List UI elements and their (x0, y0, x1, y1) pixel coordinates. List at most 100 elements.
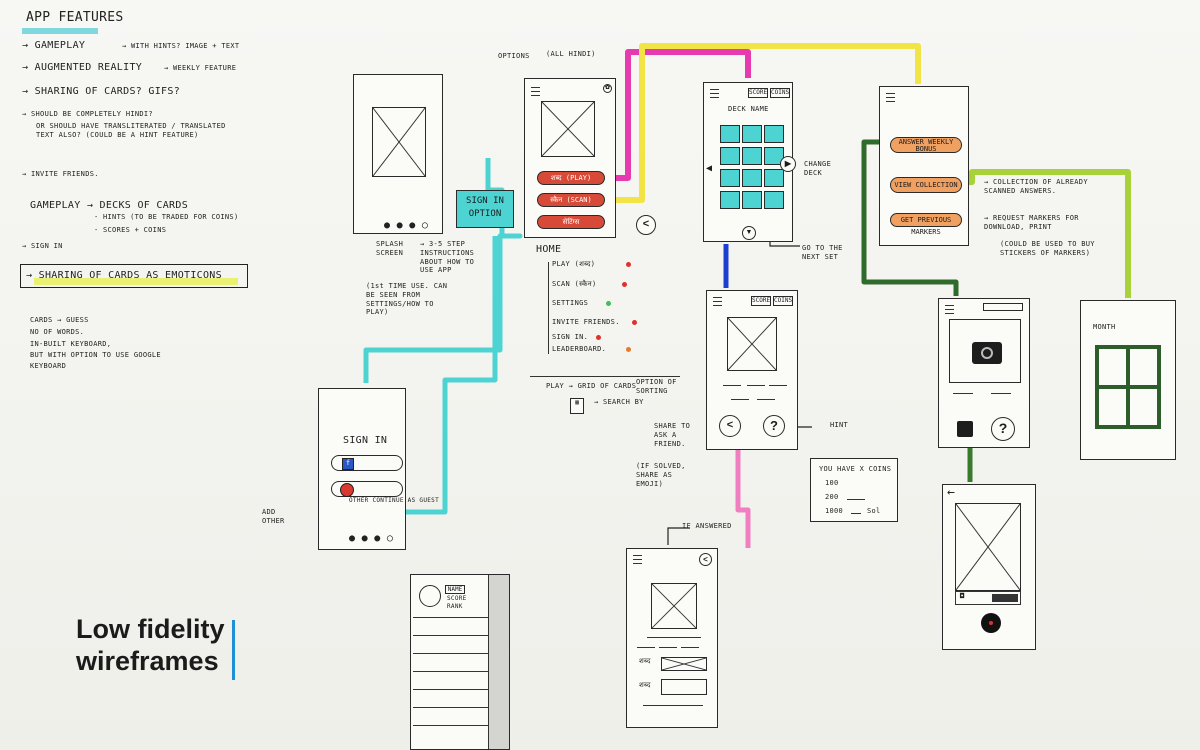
menu-item-play: PLAY (शब्द) (552, 260, 595, 269)
coins-row-100: 100 (825, 479, 839, 487)
list-row (413, 653, 489, 654)
card-screen: SCORE COINS < ? (706, 290, 798, 450)
facebook-button[interactable]: f (331, 455, 403, 471)
chevron-down-icon[interactable]: ▼ (742, 226, 756, 240)
view-collection-button[interactable]: VIEW COLLECTION (890, 177, 962, 193)
score-tab[interactable]: SCORE (751, 296, 771, 306)
collection-note: → COLLECTION OF ALREADY SCANNED ANSWERS. (984, 178, 1092, 196)
change-deck-label: CHANGE DECK (804, 160, 850, 178)
weekly-bonus-button[interactable]: ANSWER WEEKLY BONUS (890, 137, 962, 153)
image-placeholder (955, 503, 1021, 591)
score-tab[interactable]: SCORE (748, 88, 768, 98)
play-option: OPTION OF SORTING (636, 378, 686, 396)
coins-tab[interactable]: COINS (773, 296, 793, 306)
list-row (413, 707, 489, 708)
facebook-icon: f (342, 458, 354, 470)
card-tile[interactable] (742, 191, 762, 209)
menu-icon[interactable] (886, 93, 895, 102)
scrollbar[interactable] (488, 575, 509, 749)
caption-line-1: Low fidelity (76, 613, 225, 645)
letter-slot (953, 393, 973, 394)
answer-line (647, 637, 701, 638)
card-tile[interactable] (742, 169, 762, 187)
answer-line (643, 705, 703, 706)
letter-slot (747, 385, 765, 386)
card-tile[interactable] (764, 169, 784, 187)
share-icon[interactable]: < (719, 415, 741, 437)
coins-suffix: Sol (867, 507, 881, 515)
signin-screen: SIGN IN f OTHER CONTINUE AS GUEST ● ● ● … (318, 388, 406, 550)
share-note: SHARE TO ASK A FRIEND. (654, 422, 706, 448)
answer-row-label: शब्द (639, 657, 651, 666)
hint-icon[interactable]: ? (991, 417, 1015, 441)
save-icon[interactable] (957, 421, 973, 437)
shutter-button[interactable] (981, 613, 1001, 633)
menu-icon[interactable] (531, 87, 540, 96)
share-icon[interactable]: < (636, 215, 656, 235)
note-emoticons: → SHARING OF CARDS AS EMOTICONS (26, 270, 222, 281)
hint-icon[interactable]: ? (763, 415, 785, 437)
capture-screen: ← ◘ (942, 484, 1036, 650)
camera-screen: ? (938, 298, 1030, 448)
settings-button[interactable]: सेटिंग्स (537, 215, 605, 229)
grid-icon: ▦ (570, 398, 584, 414)
coins-row-200: 200 (825, 493, 839, 501)
menu-tree-line (548, 262, 550, 354)
image-placeholder (661, 657, 707, 671)
letter-slot (731, 399, 749, 400)
google-button[interactable] (331, 481, 403, 497)
menu-item-signin: SIGN IN. (552, 333, 588, 341)
menu-icon[interactable] (710, 89, 719, 98)
play-button[interactable]: शब्द (PLAY) (537, 171, 605, 185)
scan-button[interactable]: स्कैन (SCAN) (537, 193, 605, 207)
card-tile[interactable] (720, 169, 740, 187)
arrow-left-icon[interactable]: ◀ (706, 163, 712, 174)
menu-icon[interactable] (633, 555, 642, 564)
card-tile[interactable] (742, 125, 762, 143)
continue-guest[interactable]: OTHER CONTINUE AS GUEST (349, 497, 439, 504)
wire-pink (738, 450, 748, 548)
home-screen: ✿ शब्द (PLAY) स्कैन (SCAN) सेटिंग्स (524, 78, 616, 238)
wire-black-answered (668, 528, 690, 545)
menu-icon[interactable] (945, 305, 954, 314)
card-tile[interactable] (764, 125, 784, 143)
arrow-right-icon[interactable]: ▶ (780, 156, 796, 172)
coins-tab[interactable]: COINS (770, 88, 790, 98)
menu-icon[interactable] (713, 297, 722, 306)
note-hints: → WITH HINTS? IMAGE + TEXT (122, 42, 239, 50)
pager-dots: ● ● ● ○ (384, 220, 428, 231)
image-placeholder (541, 101, 595, 157)
gear-icon[interactable]: ✿ (603, 84, 612, 93)
letter-slot (659, 647, 677, 648)
thumbnail-strip[interactable]: ◘ (955, 591, 1021, 605)
splash-first-time: (1st TIME USE. CAN BE SEEN FROM SETTINGS… (366, 282, 458, 317)
card-tile[interactable] (764, 191, 784, 209)
card-tile[interactable] (720, 125, 740, 143)
note-keyboard: IN-BUILT KEYBOARD, (30, 340, 111, 348)
note-cards-guess: CARDS → GUESS (30, 316, 89, 324)
card-tile[interactable] (720, 147, 740, 165)
month-grid[interactable] (1095, 345, 1161, 429)
note-signin: → SIGN IN (22, 242, 63, 250)
share-icon[interactable]: < (699, 553, 712, 566)
card-tile[interactable] (742, 147, 762, 165)
card-tile[interactable] (720, 191, 740, 209)
note-hindi: → SHOULD BE COMPLETELY HINDI? (22, 110, 153, 118)
back-arrow-icon[interactable]: ← (947, 485, 955, 500)
letter-slot (769, 385, 787, 386)
request-note: → REQUEST MARKERS FOR DOWNLOAD, PRINT (984, 214, 1080, 232)
deck-title: DECK NAME (728, 105, 769, 113)
splash-steps: → 3-5 STEP INSTRUCTIONS ABOUT HOW TO USE… (420, 240, 476, 275)
answer-text-box (661, 679, 707, 695)
status-dot-play (626, 262, 631, 267)
price-line (851, 513, 861, 514)
note-weekly: → WEEKLY FEATURE (164, 64, 236, 72)
sign-in-option-box[interactable]: SIGN IN OPTION (456, 190, 514, 228)
divider (530, 376, 680, 377)
letter-slot (637, 647, 655, 648)
menu-item-scan: SCAN (स्कैन) (552, 280, 596, 289)
get-markers-button[interactable]: GET PREVIOUS MARKERS (890, 213, 962, 227)
list-row (413, 725, 489, 726)
if-answered-label: IF ANSWERED (682, 522, 732, 530)
